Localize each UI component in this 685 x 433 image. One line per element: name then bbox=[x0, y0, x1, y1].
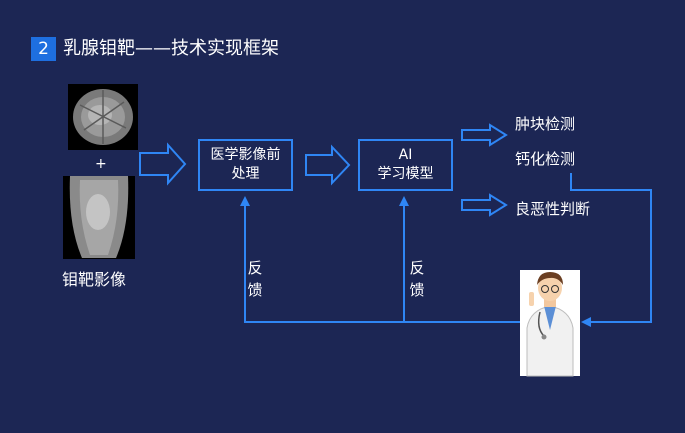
output-benign-malignant: 良恶性判断 bbox=[515, 200, 591, 218]
doctor-image bbox=[520, 270, 580, 377]
output-mass-detection: 肿块检测 bbox=[515, 115, 576, 133]
block-arrow-mass bbox=[461, 123, 508, 147]
block-arrow-input bbox=[139, 142, 187, 186]
block-arrow-benign bbox=[461, 193, 508, 217]
feedback-line-bottom bbox=[240, 196, 520, 323]
block-arrow-to-ai bbox=[305, 144, 351, 186]
ai-line1: AI bbox=[398, 147, 413, 163]
preprocess-line2: 处理 bbox=[231, 166, 260, 182]
ai-line2: 学习模型 bbox=[377, 166, 434, 182]
preprocess-line1: 医学影像前 bbox=[210, 147, 281, 163]
mammogram-top-image bbox=[68, 84, 138, 150]
mammogram-caption: 钼靶影像 bbox=[62, 270, 127, 289]
feedback-left-char1: 反 bbox=[247, 259, 263, 277]
ai-model-box: AI 学习模型 bbox=[358, 139, 453, 191]
to-doctor-line bbox=[570, 173, 652, 327]
page-title: 乳腺钼靶——技术实现框架 bbox=[63, 38, 279, 59]
section-number-badge: 2 bbox=[31, 37, 56, 61]
preprocess-box: 医学影像前 处理 bbox=[198, 139, 293, 191]
feedback-right-char1: 反 bbox=[409, 259, 425, 277]
feedback-right-char2: 馈 bbox=[409, 281, 425, 299]
plus-sign: + bbox=[95, 156, 107, 172]
mammogram-bottom-image bbox=[63, 176, 135, 259]
output-calcification-detection: 钙化检测 bbox=[515, 150, 576, 168]
feedback-left-char2: 馈 bbox=[247, 281, 263, 299]
